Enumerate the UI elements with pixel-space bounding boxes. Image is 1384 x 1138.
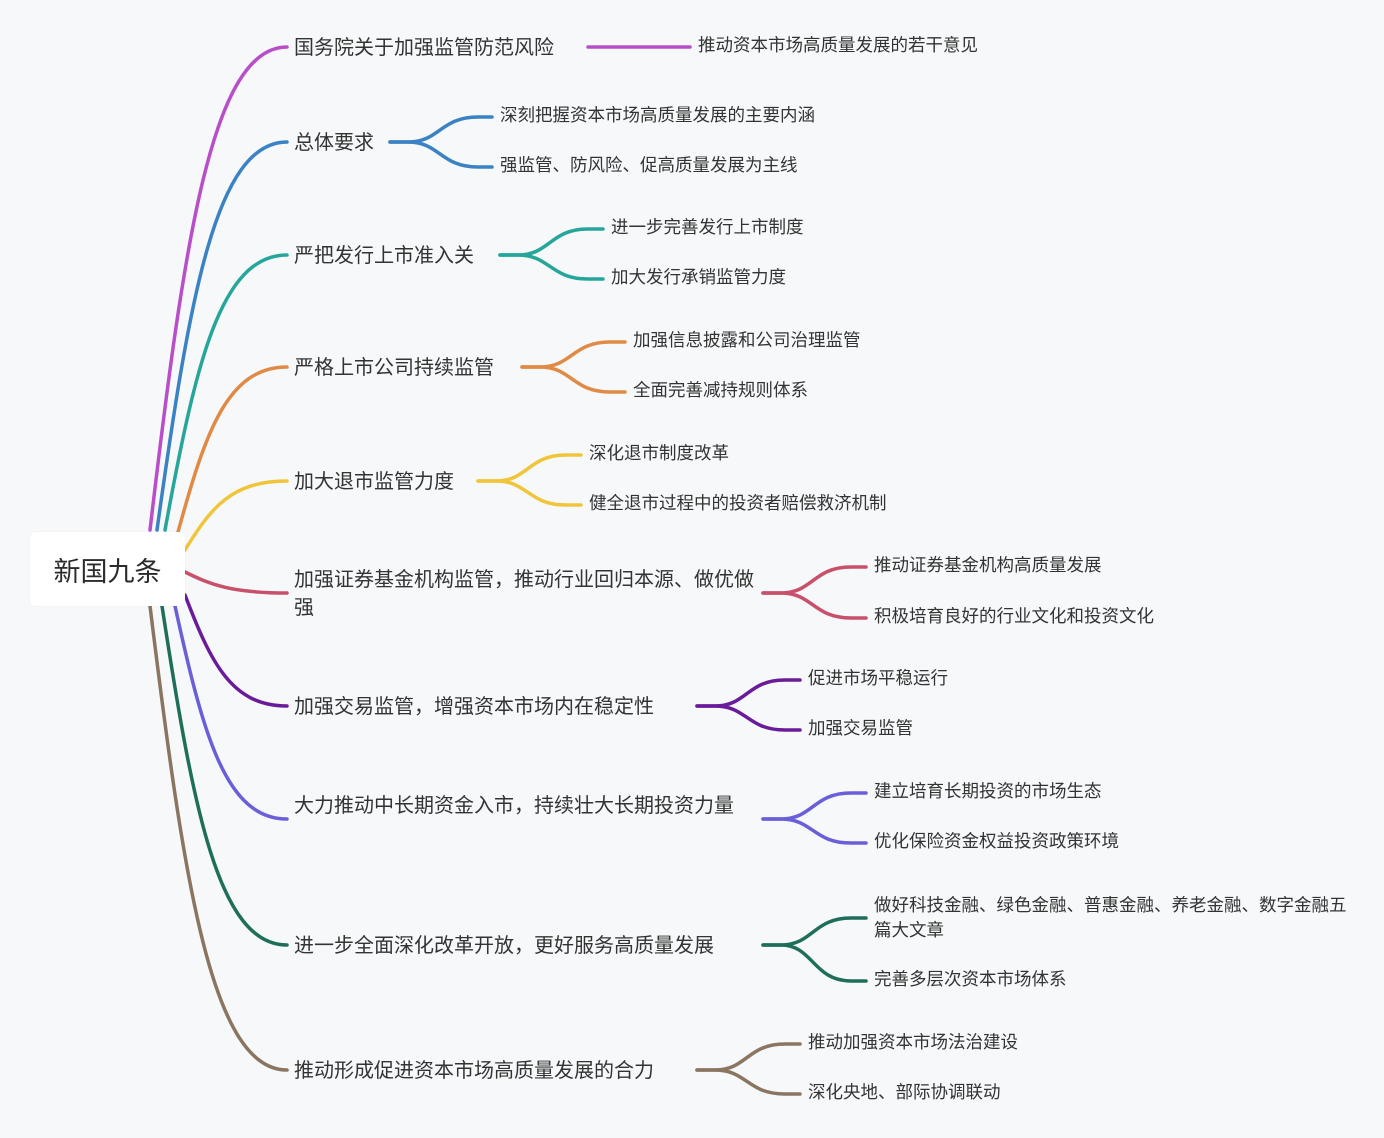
child-node[interactable]: 加强交易监管 (808, 719, 913, 739)
child-node[interactable]: 强监管、防风险、促高质量发展为主线 (500, 156, 798, 176)
root-node[interactable]: 新国九条 (30, 532, 185, 606)
child-node[interactable]: 优化保险资金权益投资政策环境 (874, 832, 1119, 852)
branch-node[interactable]: 加大退市监管力度 (294, 469, 454, 493)
child-node[interactable]: 深化退市制度改革 (589, 444, 729, 464)
child-connector (388, 115, 494, 144)
child-connector (761, 817, 868, 845)
child-connector (520, 340, 627, 369)
child-node[interactable]: 积极培育良好的行业文化和投资文化 (874, 607, 1154, 627)
child-node[interactable]: 深化央地、部际协调联动 (808, 1083, 1001, 1103)
child-connector (498, 253, 605, 281)
child-connector (761, 943, 868, 983)
branch-connector (176, 365, 289, 534)
branch-node[interactable]: 严格上市公司持续监管 (294, 355, 494, 379)
child-node[interactable]: 全面完善减持规则体系 (633, 381, 808, 401)
child-node[interactable]: 促进市场平稳运行 (808, 669, 948, 689)
child-node[interactable]: 加强信息披露和公司治理监管 (633, 331, 861, 351)
child-node[interactable]: 建立培育长期投资的市场生态 (874, 782, 1102, 802)
child-connector (695, 1068, 802, 1096)
branch-node[interactable]: 国务院关于加强监管防范风险 (294, 35, 554, 59)
child-node[interactable]: 推动资本市场高质量发展的若干意见 (698, 36, 978, 56)
branch-connector (183, 570, 289, 595)
branch-connector (173, 604, 289, 821)
child-node[interactable]: 做好科技金融、绿色金融、普惠金融、养老金融、数字金融五篇大文章 (874, 896, 1347, 941)
branch-node[interactable]: 大力推动中长期资金入市，持续壮大长期投资力量 (294, 793, 734, 817)
child-node[interactable]: 进一步完善发行上市制度 (611, 218, 804, 238)
child-connector (761, 791, 868, 821)
child-connector (761, 916, 868, 947)
branch-connector (148, 45, 289, 532)
root-label: 新国九条 (53, 556, 162, 588)
branch-connector (183, 479, 289, 552)
branch-node[interactable]: 总体要求 (294, 130, 374, 154)
branch-node[interactable]: 推动形成促进资本市场高质量发展的合力 (294, 1058, 654, 1082)
child-connector (761, 591, 868, 620)
child-node[interactable]: 推动加强资本市场法治建设 (808, 1033, 1018, 1053)
branch-connector (160, 604, 289, 947)
branch-connector (163, 253, 289, 532)
child-connector (476, 479, 583, 507)
child-connector (476, 453, 583, 483)
child-connector (520, 365, 627, 394)
child-connector (695, 704, 802, 732)
child-node[interactable]: 健全退市过程中的投资者赔偿救济机制 (589, 494, 887, 514)
child-node[interactable]: 完善多层次资本市场体系 (874, 970, 1067, 990)
child-node[interactable]: 推动证券基金机构高质量发展 (874, 556, 1102, 576)
branch-connector (148, 604, 289, 1072)
child-connector (761, 565, 868, 595)
branch-node[interactable]: 加强交易监管，增强资本市场内在稳定性 (294, 694, 654, 718)
branch-node[interactable]: 进一步全面深化改革开放，更好服务高质量发展 (294, 933, 714, 957)
child-node[interactable]: 深刻把握资本市场高质量发展的主要内涵 (500, 106, 815, 126)
branch-connector (183, 593, 289, 708)
branch-connector (155, 140, 289, 532)
child-connector (498, 227, 605, 257)
branch-node[interactable]: 严把发行上市准入关 (294, 243, 474, 267)
child-connector (695, 1042, 802, 1072)
branch-node[interactable]: 加强证券基金机构监管，推动行业回归本源、做优做强 (294, 567, 754, 619)
child-connector (695, 678, 802, 708)
child-connector (388, 140, 494, 169)
child-node[interactable]: 加大发行承销监管力度 (611, 268, 786, 288)
